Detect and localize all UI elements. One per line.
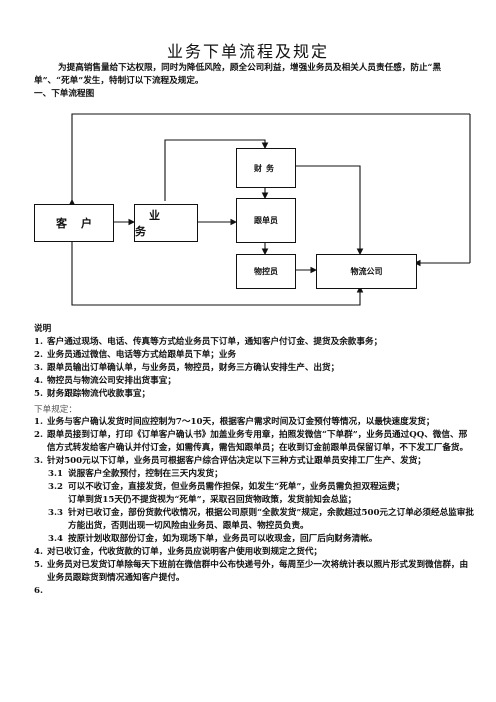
list-item: 2.业务员通过微信、电话等方式给跟单员下单；业务	[34, 350, 237, 360]
flow-node-salesman: 业务	[134, 204, 198, 242]
page-title: 业务下单流程及规定	[166, 42, 329, 61]
rules-heading: 下单规定：	[34, 405, 77, 415]
section-heading-flowchart: 一、下单流程图	[34, 89, 95, 99]
flow-node-logistics: 物流公司	[316, 254, 417, 289]
list-item: 2.跟单员接到订单，打印《订单客户确认书》加盖业务专用章，拍照发微信“下单群”，…	[34, 430, 469, 453]
flow-node-customer: 客户	[34, 204, 114, 242]
rules-list: 1.业务与客户确认发货时间应控制为7～10天，根据客户需求时间及订金预付等情况，…	[34, 416, 474, 598]
list-item: 5.业务员对已发货订单除每天下班前在微信群中公布快递号外，每周至少一次将统计表以…	[34, 560, 469, 583]
intro-paragraph: 为提高销售量给下达权限，同时为降低风险，顾全公司利益，增强业务员及相关人员责任感…	[34, 63, 442, 86]
list-item: 4.物控员与物流公司安排出货事宜；	[34, 376, 176, 386]
flow-node-finance: 财务	[236, 148, 296, 188]
list-item: 5.财务跟踪物流代收款事宜；	[34, 389, 151, 399]
list-item: 6.	[34, 586, 43, 596]
list-item: 3.针对500元以下订单，业务员可根据客户综合评估决定以下三种方式让跟单员安排工…	[34, 456, 426, 466]
flow-node-controller: 物控员	[236, 254, 296, 289]
list-item: 4.对已收订金，代收货款的订单，业务员应说明客户使用收到规定之货代；	[34, 547, 323, 557]
notes-heading: 说明	[34, 324, 52, 334]
flow-node-order-clerk: 跟单员	[236, 198, 296, 243]
list-item: 3.跟单员输出订单确认单，与业务员，物控员，财务三方确认安排生产、出货；	[34, 363, 340, 373]
list-item: 1.业务与客户确认发货时间应控制为7～10天，根据客户需求时间及订金预付等情况，…	[34, 417, 435, 427]
notes-list: 1.客户通过现场、电话、传真等方式给业务员下订单，通知客户付订金、提货及余款事务…	[34, 336, 474, 401]
list-item: 1.客户通过现场、电话、传真等方式给业务员下订单，通知客户付订金、提货及余款事务…	[34, 337, 383, 347]
list-item: 订单到货15天仍不提货视为“死单”，采取召回货物政策，发货前知会总监；	[68, 495, 357, 505]
flowchart-diagram	[68, 113, 471, 306]
